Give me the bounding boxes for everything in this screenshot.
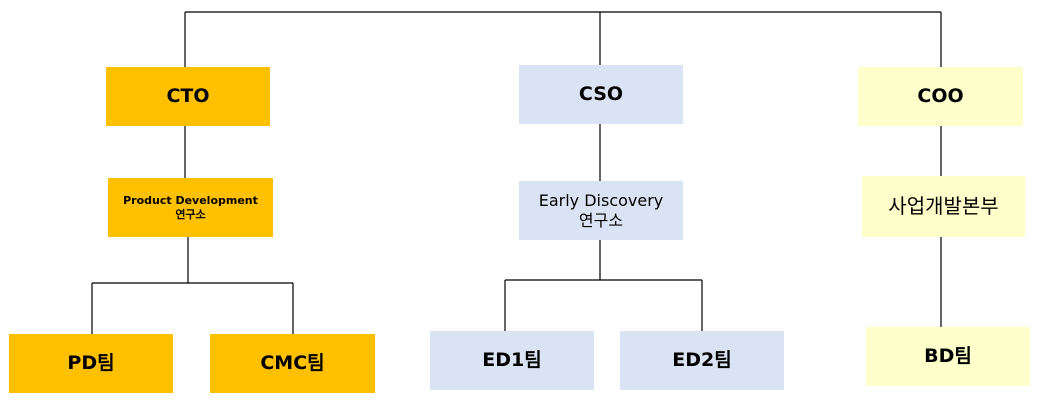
pd-team-box: PD팀 [9,334,173,393]
ed2-team-label: ED2팀 [672,348,732,371]
pd-lab-label-line2: 연구소 [175,207,206,221]
ed2-team-box: ED2팀 [620,331,784,390]
cmc-team-box: CMC팀 [210,334,375,393]
biz-dev-box: 사업개발본부 [862,176,1025,237]
coo-label: COO [917,84,964,107]
cmc-team-label: CMC팀 [260,351,325,374]
bd-team-box: BD팀 [866,327,1030,386]
bd-team-label: BD팀 [924,344,972,367]
cto-label: CTO [166,84,210,107]
coo-box: COO [858,67,1023,126]
ed-lab-box: Early Discovery 연구소 [519,181,683,240]
ed-lab-label-line2: 연구소 [578,210,624,230]
ed1-team-label: ED1팀 [482,348,542,371]
cso-label: CSO [578,82,624,105]
pd-lab-label-line1: Product Development [123,193,258,207]
ed-lab-label-line1: Early Discovery [538,190,664,210]
ed1-team-box: ED1팀 [430,331,594,390]
cto-box: CTO [106,67,270,126]
cso-box: CSO [519,65,683,124]
biz-dev-label: 사업개발본부 [888,194,999,218]
pd-lab-box: Product Development 연구소 [108,178,273,237]
pd-team-label: PD팀 [67,351,115,374]
